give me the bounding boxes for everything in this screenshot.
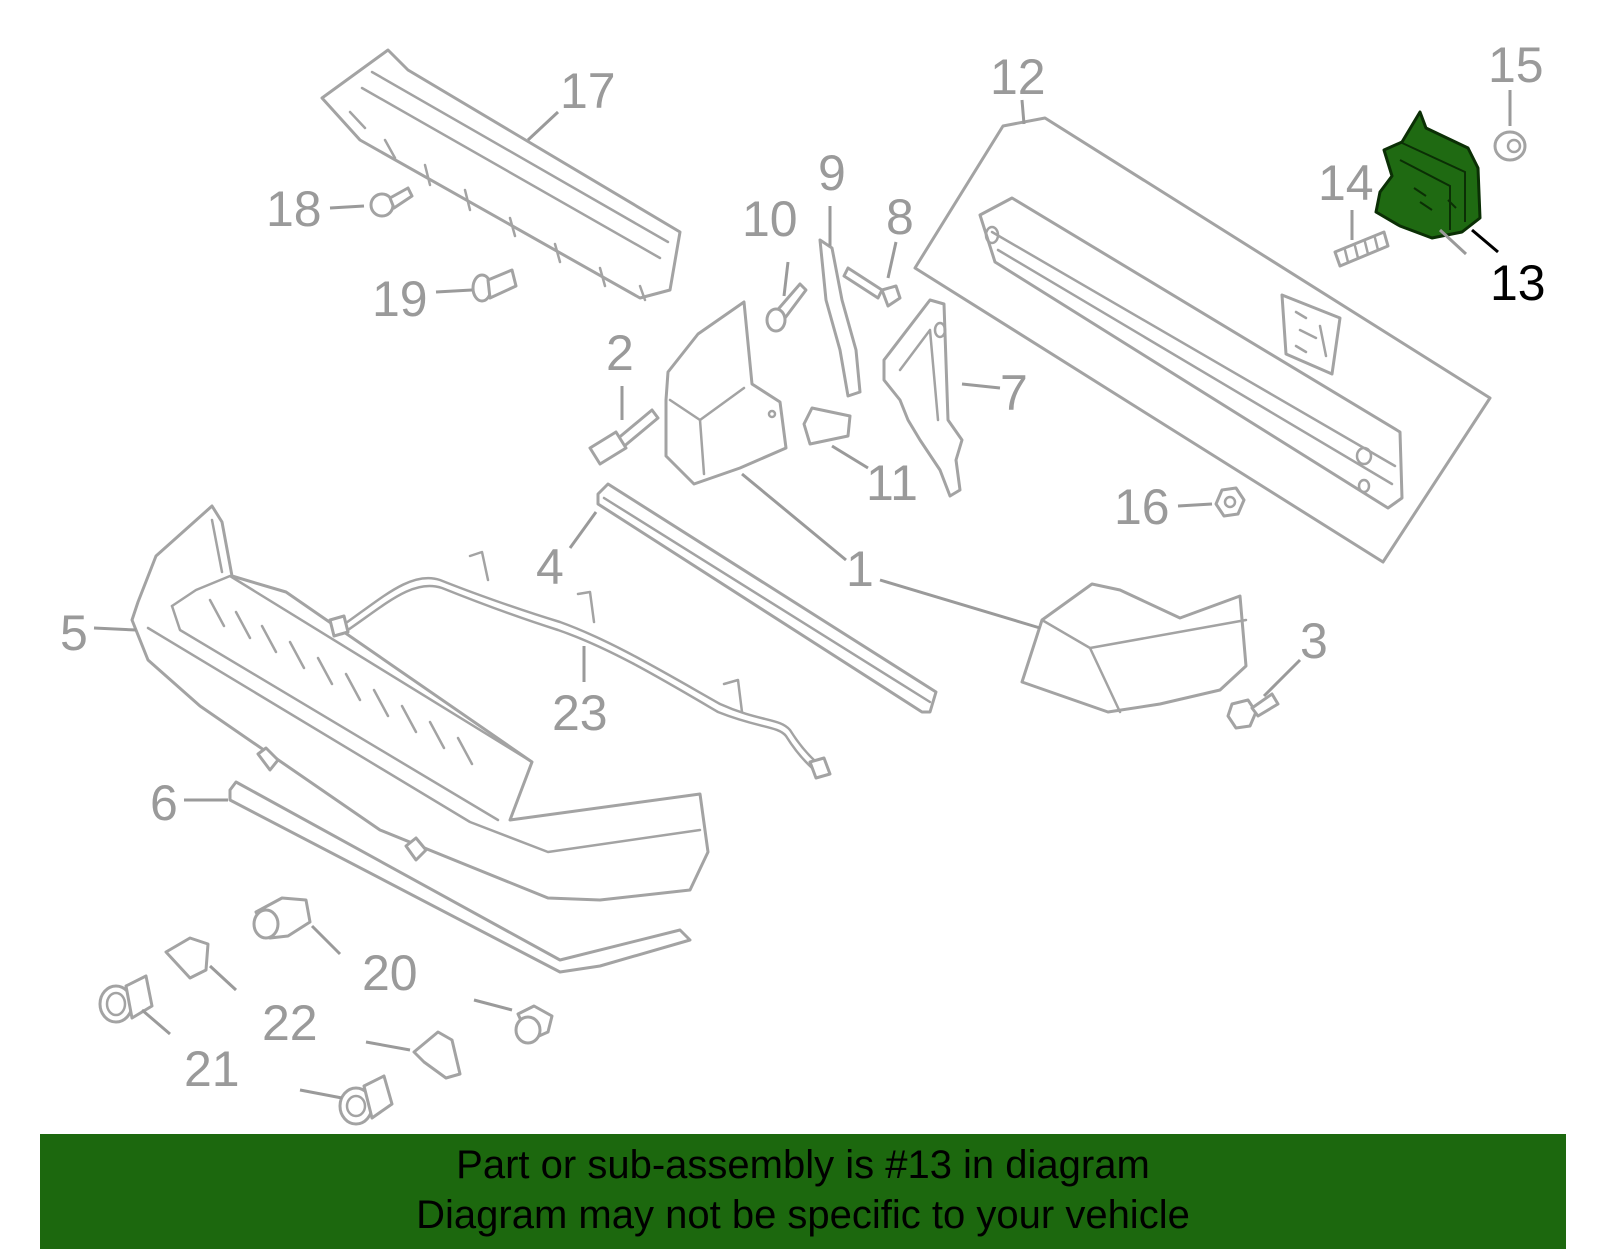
part-22-sensor-bracket	[164, 936, 210, 980]
part-20-sensor-right	[514, 1004, 554, 1045]
callout-13: 13	[1490, 255, 1546, 311]
part-13-bracket-highlighted[interactable]	[1374, 110, 1482, 240]
part-1-end-cap-left	[664, 300, 788, 486]
part-18-bolt	[369, 186, 414, 218]
info-banner: Part or sub-assembly is #13 in diagram D…	[40, 1134, 1566, 1249]
banner-line-disclaimer: Diagram may not be specific to your vehi…	[416, 1193, 1190, 1237]
part-20-sensor	[252, 896, 312, 940]
part-21-sensor-right	[338, 1074, 394, 1126]
part-11-bracket	[802, 406, 852, 446]
part-9-strip	[818, 238, 862, 398]
callout-7: 7	[1000, 365, 1028, 421]
callout-21: 21	[184, 1041, 240, 1097]
callout-14: 14	[1318, 155, 1374, 211]
part-10-rivet	[765, 282, 808, 333]
callout-15: 15	[1488, 37, 1544, 93]
part-23-wiring-harness	[328, 550, 832, 780]
callout-17: 17	[560, 63, 616, 119]
leader-lines	[93, 90, 1512, 1100]
part-1-end-cap-right	[1020, 582, 1248, 714]
part-3-bolt	[1226, 692, 1280, 730]
callout-16: 16	[1114, 479, 1170, 535]
callout-2: 2	[606, 325, 634, 381]
callout-19: 19	[372, 271, 428, 327]
part-8-bolt	[842, 266, 902, 308]
part-22-sensor-bracket-right	[412, 1030, 462, 1080]
part-6-valance-strip	[228, 746, 692, 974]
part-17-upper-trim	[320, 48, 682, 302]
callout-9: 9	[818, 145, 846, 201]
part-12-reinforcement-beam	[913, 116, 1492, 564]
part-4-trim-strip	[596, 482, 938, 714]
part-15-nut	[1493, 130, 1527, 162]
part-7-mounting-bracket	[882, 298, 964, 498]
part-5-bumper-cover	[130, 504, 710, 902]
part-14-stud	[1333, 230, 1390, 268]
part-16-nut	[1214, 486, 1246, 518]
callout-18: 18	[266, 181, 322, 237]
callout-10: 10	[742, 191, 798, 247]
part-19-push-pin	[471, 268, 518, 303]
callout-20: 20	[362, 945, 418, 1001]
callout-5: 5	[60, 605, 88, 661]
callout-labels: 17 18 19 2 10 9 8 7 11 12 13 14 15 16 1 …	[60, 37, 1546, 1097]
callout-1: 1	[846, 541, 874, 597]
callout-22: 22	[262, 995, 318, 1051]
banner-line-part-number: Part or sub-assembly is #13 in diagram	[456, 1143, 1150, 1187]
part-21-sensor	[98, 974, 154, 1024]
callout-8: 8	[886, 189, 914, 245]
callout-11: 11	[866, 455, 918, 511]
part-2-bolt	[588, 408, 660, 466]
callout-12: 12	[990, 49, 1046, 105]
callout-4: 4	[536, 539, 564, 595]
callout-6: 6	[150, 775, 178, 831]
callout-23: 23	[552, 685, 608, 741]
callout-3: 3	[1300, 613, 1328, 669]
